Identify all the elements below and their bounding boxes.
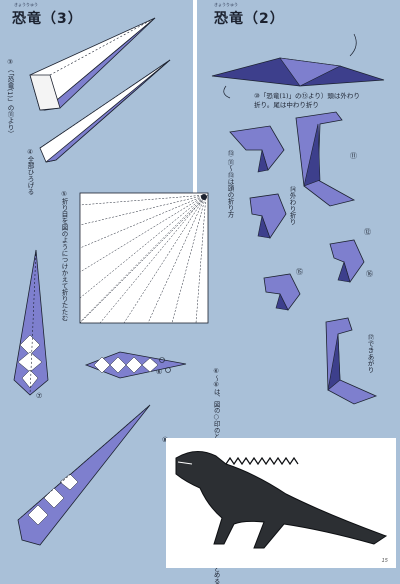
- left-title: 恐竜（3）: [12, 11, 83, 27]
- step-5-caption: ⑤折り目を図のようにつけかえて折りたたむ: [60, 190, 68, 322]
- step-5-figure: [79, 192, 209, 324]
- left-title-ruby: きょうりゅう: [14, 2, 38, 7]
- step-8-figure: [17, 404, 151, 546]
- step-4-figure: [39, 59, 171, 163]
- column-divider: [193, 0, 197, 220]
- step-8-label: ⑧: [162, 436, 168, 445]
- step-16-label: ⑯: [366, 270, 373, 278]
- step-17-caption: ⑰できあがり: [366, 334, 374, 373]
- step-12-label: ⑫: [364, 228, 371, 236]
- step-10-caption: ⑩「恐竜(1)」の⑬より）頭は外わり折り。尾は中わり折り: [254, 92, 360, 109]
- step-6-figure: [84, 351, 187, 379]
- step-13-caption: ⑬ ⑪〜⑬は頭の折り方: [226, 150, 234, 218]
- dinosaur-photo-svg: [175, 451, 388, 549]
- step-6-label: ⑥: [156, 368, 163, 376]
- origami-page: きょうりゅう 恐竜（3） ③（「恐竜(1)」の⑪より） ④全部ひろげる ⑤折り目…: [6, 0, 396, 584]
- step-7-label: ⑦: [36, 392, 43, 400]
- step-10-figure: [211, 33, 385, 99]
- step-15-label: ⑮: [296, 268, 303, 276]
- right-title: 恐竜（2）: [214, 11, 285, 27]
- right-title-ruby: きょうりゅう: [214, 2, 238, 7]
- step-11-label: ⑪: [350, 152, 357, 160]
- step-11-figure: [295, 111, 356, 207]
- step-7-figure: [13, 249, 49, 396]
- step-13-figure: [249, 193, 287, 239]
- dinosaur-photo: 15: [166, 438, 396, 568]
- step-14-figure: [329, 239, 365, 283]
- page-number: 15: [381, 558, 388, 564]
- diagrams-svg: [13, 17, 385, 546]
- step-3-figure: [29, 17, 156, 111]
- step-3-caption: ③（「恐竜(1)」の⑪より）: [6, 58, 14, 137]
- step-14-caption: ⑭外わり折り: [288, 186, 296, 225]
- step-12-figure: [229, 125, 285, 173]
- step-4-caption: ④全部ひろげる: [26, 148, 34, 195]
- step-17-figure: [325, 317, 378, 405]
- step-15-figure: [263, 273, 301, 311]
